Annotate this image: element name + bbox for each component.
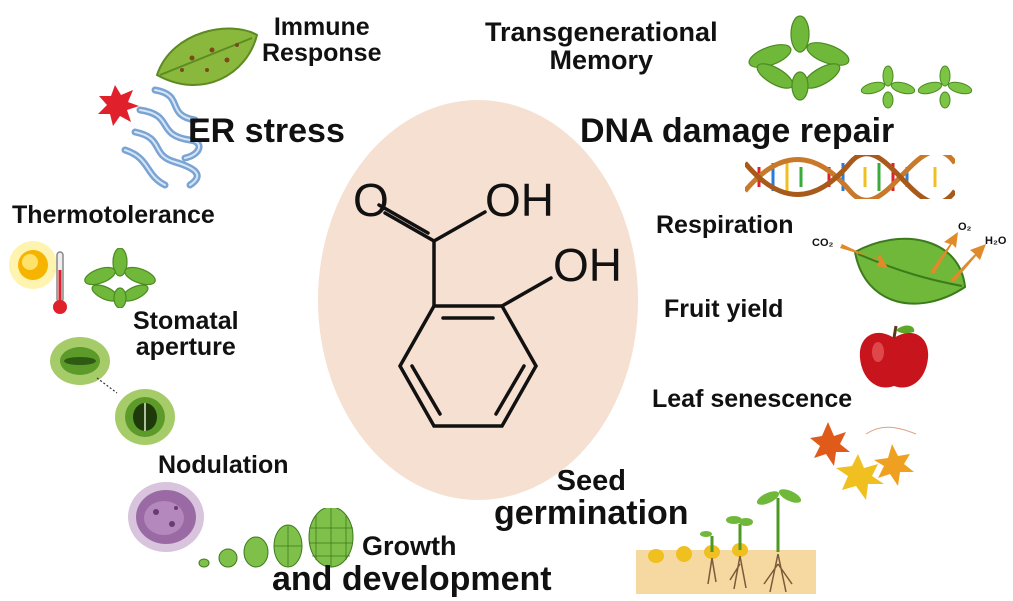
- co2-label: CO₂: [812, 237, 834, 249]
- fruit-yield-label: Fruit yield: [664, 295, 784, 323]
- rosette-plant-icon: [80, 248, 160, 308]
- carboxyl-oh-label: OH: [485, 174, 554, 226]
- thermotolerance-label: Thermotolerance: [12, 201, 215, 229]
- growing-bud-icon: [196, 508, 366, 568]
- er-organelle-icon: [95, 80, 225, 195]
- development-label: and development: [272, 560, 552, 598]
- o2-label: O₂: [958, 221, 972, 233]
- growth-label: Growth: [362, 531, 457, 561]
- respiration-label: Respiration: [656, 211, 794, 239]
- apple-icon: [856, 322, 932, 394]
- stress-burst-icon: [98, 85, 139, 126]
- autumn-leaves-icon: [806, 414, 926, 506]
- diseased-leaf-icon: [152, 20, 262, 100]
- leaf-senescence-label: Leaf senescence: [652, 385, 853, 413]
- carbonyl-o-label: O: [353, 174, 389, 226]
- dna-helix-icon: [745, 155, 955, 199]
- er-stress-label: ER stress: [188, 112, 345, 150]
- stoma-icon: [45, 333, 175, 453]
- seedling-icon: [636, 484, 816, 594]
- nodulation-label: Nodulation: [158, 451, 289, 479]
- sun-icon: [8, 240, 58, 290]
- root-nodule-icon: [126, 480, 206, 554]
- h2o-label: H₂O: [985, 235, 1007, 247]
- dna-damage-repair-label: DNA damage repair: [580, 112, 895, 150]
- center-ellipse: [318, 100, 638, 500]
- rosette-plants-icon: [740, 14, 980, 114]
- center-molecule-panel: O OH OH: [313, 96, 643, 504]
- hydroxyl-oh-label: OH: [553, 239, 622, 291]
- thermometer-icon: [52, 250, 68, 316]
- leaf-respiration-icon: [810, 222, 1010, 318]
